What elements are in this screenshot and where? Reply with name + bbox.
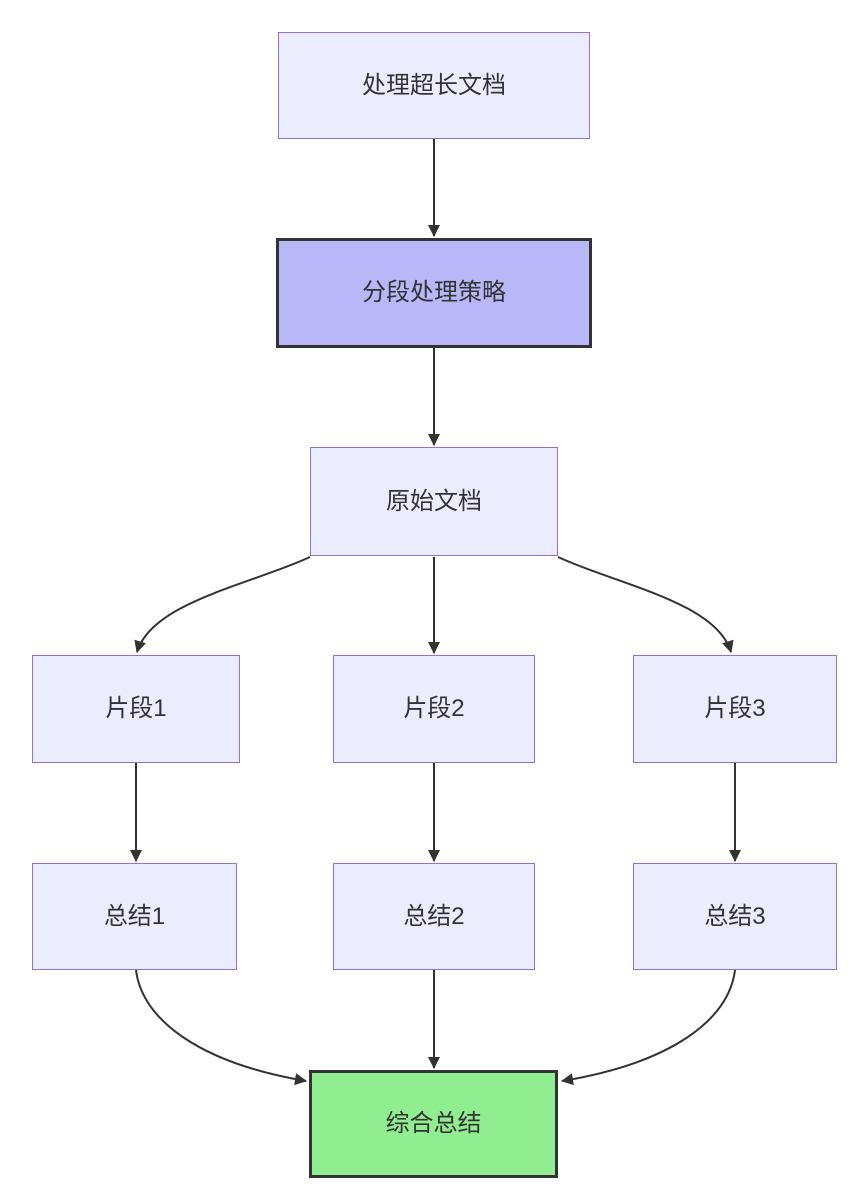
node-summary-2: 总结2	[333, 863, 535, 970]
node-segment-strategy: 分段处理策略	[276, 238, 592, 348]
node-segment-2: 片段2	[333, 655, 535, 763]
node-combined-summary: 综合总结	[309, 1070, 558, 1178]
node-process-long-doc: 处理超长文档	[278, 32, 590, 139]
node-segment-1: 片段1	[32, 655, 240, 763]
edge-sum1-final	[135, 969, 307, 1086]
edge-doc-seg3	[557, 556, 734, 653]
edge-doc-seg1	[134, 556, 311, 653]
node-original-doc: 原始文档	[310, 447, 558, 556]
node-summary-1: 总结1	[32, 863, 237, 970]
node-summary-3: 总结3	[633, 863, 837, 970]
node-segment-3: 片段3	[633, 655, 837, 763]
edge-sum3-final	[561, 969, 736, 1086]
